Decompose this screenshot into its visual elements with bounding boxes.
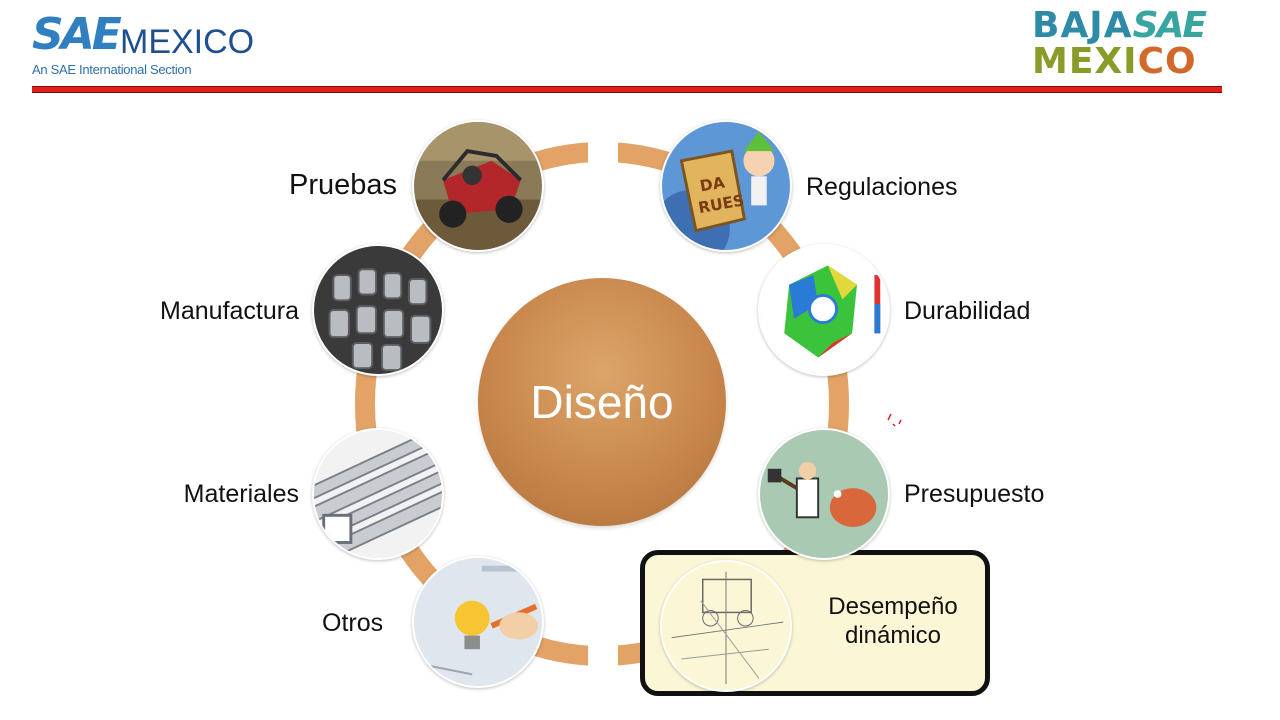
node-presupuesto-image [758,428,890,560]
baja-logo-mexi: MEXI [1032,41,1138,82]
node-materiales-label: Materiales [183,480,299,508]
center-label: Diseño [530,376,674,428]
node-durabilidad-label: Durabilidad [904,297,1031,325]
baja-sae-mexico-logo: BAJASAE MEXICO [1030,8,1250,80]
node-desempeno-label-line1: Desempeño [828,593,958,620]
node-materiales-image [312,428,444,560]
machined-metal-parts-icon [314,246,442,374]
header-divider [32,86,1222,93]
baja-logo-sae: SAE [1132,5,1207,46]
node-pruebas-image [412,120,544,252]
cartoon-rules-book-icon: DA RUES [662,122,790,250]
vehicle-dynamics-sketch-icon [662,562,790,690]
lightbulb-sketch-icon [414,558,542,686]
metal-profiles-icon [314,430,442,558]
svg-text:DA: DA [699,173,727,195]
node-desempeno-image [660,560,792,692]
baja-logo-baja: BAJA [1032,5,1133,46]
node-presupuesto-label: Presupuesto [904,480,1045,508]
node-desempeno-label-line2: dinámico [844,622,942,649]
node-durabilidad-image [758,244,890,376]
node-regulaciones-image: DA RUES [660,120,792,252]
sae-logo-tagline: An SAE International Section [32,62,192,77]
node-manufactura-image [312,244,444,376]
node-manufactura-label: Manufactura [160,297,299,325]
node-regulaciones-label: Regulaciones [806,173,958,201]
node-desempeno-label: Desempeño dinámico [818,592,968,650]
node-pruebas-label: Pruebas [288,169,397,201]
node-otros-label: Otros [322,609,384,637]
annotation-mark-icon [887,413,902,427]
sae-logo-mark: SAE [32,9,122,60]
baja-logo-co: CO [1137,41,1197,82]
fea-stress-simulation-icon [760,246,888,374]
offroad-buggy-icon [414,122,542,250]
baja-logo-line2: MEXICO [1032,44,1197,80]
piggy-bank-cartoon-icon [760,430,888,558]
sae-logo-country: MEXICO [120,23,255,61]
node-otros-image [412,556,544,688]
baja-logo-line1: BAJASAE [1032,5,1207,46]
sae-mexico-logo: SAE MEXICO An SAE International Section [32,9,255,80]
center-circle: Diseño [478,278,726,526]
